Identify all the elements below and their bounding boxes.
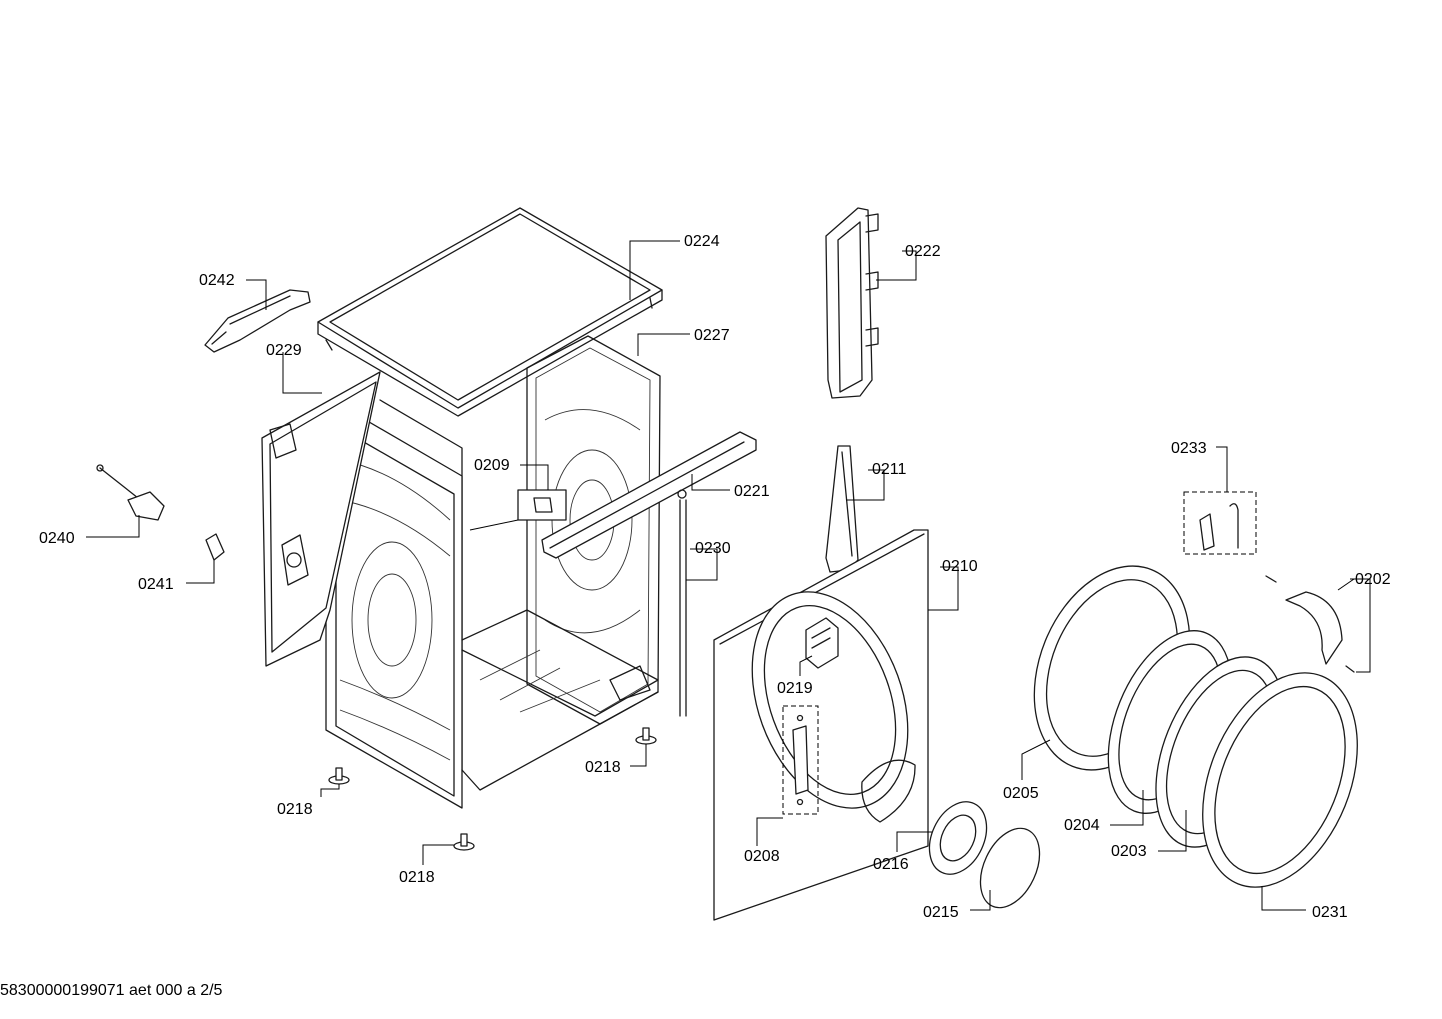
callout-0215: 0215: [923, 904, 959, 921]
callout-0211: 0211: [872, 461, 907, 478]
part-handle-0202: [1265, 575, 1355, 673]
callout-0202: 0202: [1355, 571, 1391, 588]
callout-0216: 0216: [873, 856, 909, 873]
part-duct-0222: [825, 207, 879, 399]
part-traverse-0221: [541, 431, 757, 559]
callout-0210: 0210: [942, 558, 978, 575]
part-fastener-0209: [469, 489, 567, 531]
part-kit-0233: [1183, 491, 1257, 555]
callout-0203: 0203: [1111, 843, 1147, 860]
leader-lines: [86, 240, 1371, 911]
part-door-outer-0231: [1202, 672, 1358, 888]
callout-0208: 0208: [744, 848, 780, 865]
part-foot-a: [328, 767, 350, 785]
part-foot-b: [635, 727, 657, 745]
callout-0221: 0221: [734, 483, 770, 500]
callout-0218-bottom: 0218: [399, 869, 435, 886]
callout-0222: 0222: [905, 243, 941, 260]
callout-0218-right: 0218: [585, 759, 621, 776]
callout-0209: 0209: [474, 457, 510, 474]
part-hinge-0208: [782, 705, 819, 815]
part-front-panel-0210: [713, 529, 929, 921]
callout-0227: 0227: [694, 327, 730, 344]
callout-0231: 0231: [1312, 904, 1348, 921]
callout-0241: 0241: [138, 576, 174, 593]
callout-0229: 0229: [266, 342, 302, 359]
part-switch-0241: [205, 533, 225, 561]
callout-0219: 0219: [777, 680, 813, 697]
callout-0242: 0242: [199, 272, 235, 289]
part-bracket-0242: [204, 289, 311, 353]
part-top-cover: [317, 207, 663, 417]
callout-0224: 0224: [684, 233, 720, 250]
part-flap-0215: [979, 827, 1041, 909]
part-cabinet: [325, 335, 661, 809]
part-valve-0240: [96, 464, 165, 521]
part-bar-0211: [825, 445, 859, 573]
callout-0230: 0230: [695, 540, 731, 557]
part-lock-0219: [805, 617, 839, 669]
part-foot-c: [453, 833, 475, 851]
part-pump-0216: [928, 801, 988, 875]
part-hose-0230: [677, 489, 687, 717]
callout-labels: 0224 0242 0229 0227 0222 0209 0221 0211 …: [39, 233, 1391, 921]
callout-0205: 0205: [1003, 785, 1039, 802]
callout-0218-left: 0218: [277, 801, 313, 818]
callout-0233: 0233: [1171, 440, 1207, 457]
callout-0240: 0240: [39, 530, 75, 547]
callout-0204: 0204: [1064, 817, 1100, 834]
part-side-panel: [261, 371, 381, 667]
document-id: 58300000199071 aet 000 a 2/5: [0, 982, 223, 999]
